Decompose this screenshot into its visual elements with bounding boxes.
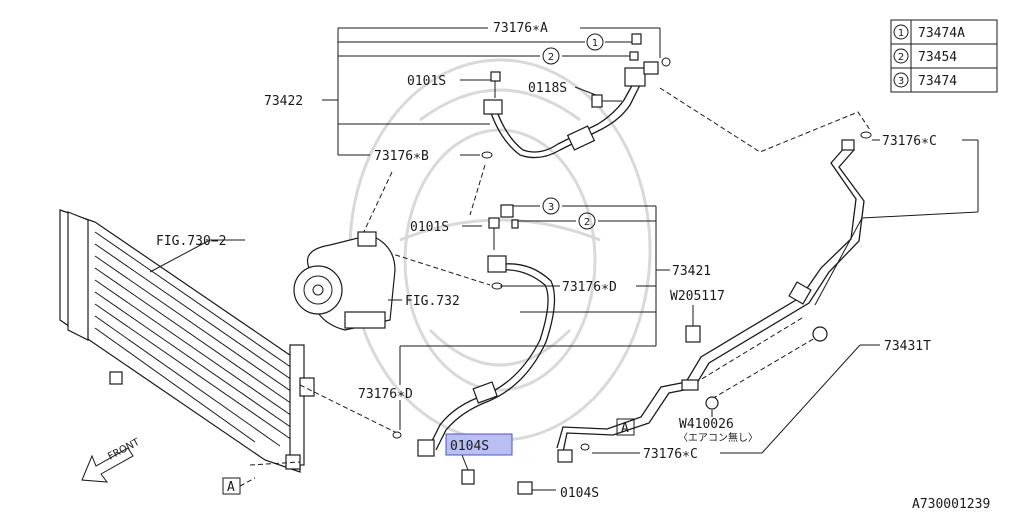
callout-2: 2 (548, 52, 554, 63)
callout-2b: 2 (584, 217, 590, 228)
bolt-0104s-lower (461, 469, 475, 485)
label-0118s: 0118S (528, 81, 567, 96)
oring-c-right-group: 73176∗C (860, 131, 979, 212)
compressor: FIG.732 (293, 231, 460, 331)
legend-num: 3 (898, 76, 904, 87)
legend-row-1: 1 73474A (893, 24, 965, 41)
label-73176a: 73176∗A (493, 21, 548, 36)
label-front: FRONT (106, 436, 142, 462)
legend-part: 73474 (918, 74, 957, 89)
label-73176d-left: 73176∗D (358, 387, 413, 402)
label-73176c-bottom: 73176∗C (643, 447, 698, 462)
oring-b (481, 151, 493, 159)
label-73176c-right: 73176∗C (882, 134, 937, 149)
legend-row-2: 2 73454 (893, 48, 957, 65)
upper-pipe-group: 73176∗A 1 2 73422 0101S 0118S 73176∗B (264, 21, 671, 164)
label-w205117: W205117 (670, 289, 725, 304)
lower-fitting-top (487, 255, 507, 273)
legend-num: 2 (898, 52, 904, 63)
label-0101s-lower: 0101S (410, 220, 449, 235)
highlight-box[interactable] (445, 433, 513, 456)
label-73431t: 73431T (884, 339, 931, 354)
upper-fitting-left (483, 99, 503, 115)
callout-3: 3 (548, 202, 554, 213)
upper-fitting-right (624, 67, 646, 87)
label-0104s-highlighted[interactable]: 0104S (450, 439, 489, 454)
legend-table: 1 73474A 2 73454 3 73474 (890, 19, 998, 93)
label-73421: 73421 (672, 264, 711, 279)
label-0101s-upper: 0101S (407, 74, 446, 89)
label-73176d-lower: 73176∗D (562, 280, 617, 295)
legend-part: 73454 (918, 50, 957, 65)
bolt-0101s-lower (488, 217, 500, 229)
legend-row-3: 3 73474 (893, 72, 957, 89)
oring-a (661, 57, 671, 67)
label-73422: 73422 (264, 94, 303, 109)
legend-num: 1 (898, 28, 904, 39)
lower-pipe-group: 3 2 0101S 73176∗D 73421 73176∗D 0104S (358, 197, 711, 485)
label-fig732: FIG.732 (405, 294, 460, 309)
bolt-0118s (591, 94, 603, 108)
diagram-id: A730001239 (912, 497, 990, 512)
condenser: FIG.730−2 (59, 209, 396, 473)
label-0104s-bottom: 0104S (560, 486, 599, 501)
bolt-0104s-bottom (517, 481, 533, 495)
front-arrow: FRONT (81, 436, 142, 483)
label-73176b: 73176∗B (374, 149, 429, 164)
label-w410026: W410026 (679, 417, 734, 432)
callout-1: 1 (592, 38, 598, 49)
ref-a-left: A (227, 480, 235, 495)
ref-box-a-left-group: A (222, 477, 256, 495)
label-nut-note: 〈エアコン無し〉 (678, 431, 758, 444)
ref-a-right: A (621, 421, 629, 436)
label-fig730: FIG.730−2 (156, 234, 226, 249)
right-pipe-group: W205117 73431T W410026 〈エアコン無し〉 73176∗C … (517, 139, 979, 501)
bolt-0101s-upper (490, 71, 501, 82)
nut-w410026 (705, 396, 719, 410)
clip-w205117 (685, 325, 701, 343)
legend-part: 73474A (918, 26, 965, 41)
watermark-emblem (348, 58, 652, 442)
lower-fitting-bottom (417, 439, 435, 457)
ref-box-a-right (616, 418, 635, 436)
